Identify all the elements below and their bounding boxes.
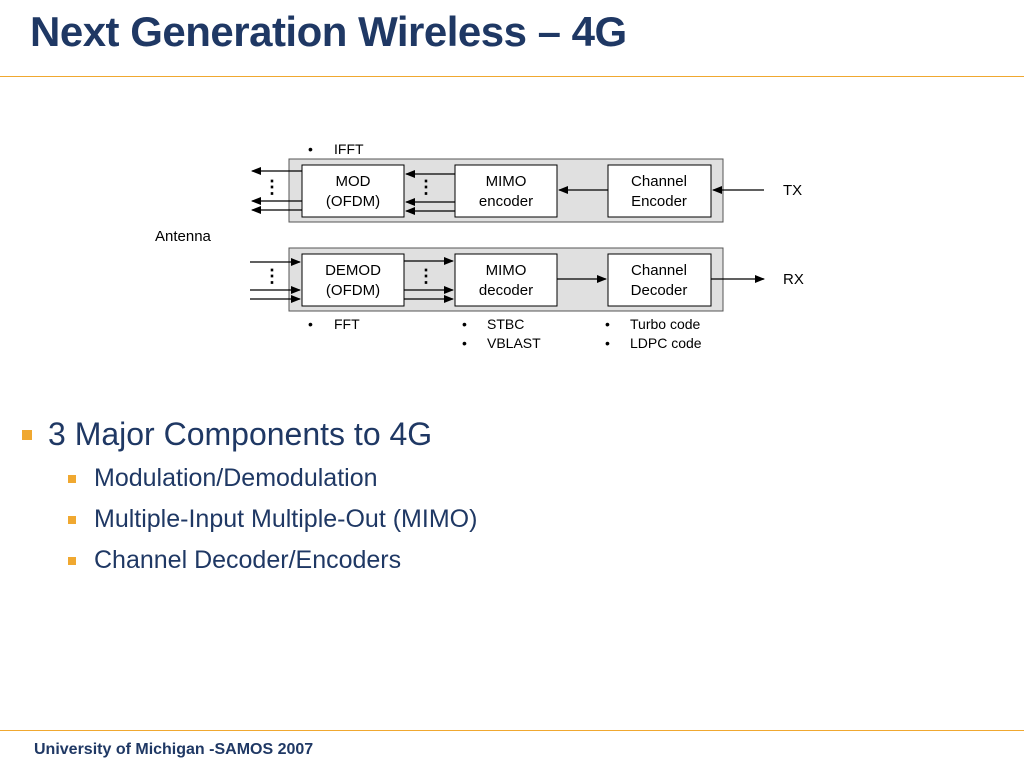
note-bullet: • <box>308 141 313 157</box>
square-bullet-icon <box>68 516 76 524</box>
tx-mimo-line1: MIMO <box>486 173 527 190</box>
note-ldpc-code: LDPC code <box>630 335 702 351</box>
note-turbo-code: Turbo code <box>630 316 701 332</box>
transceiver-block-diagram: MOD (OFDM) MIMO encoder Channel Encoder … <box>155 141 804 351</box>
rx-label: RX <box>783 271 804 288</box>
tx-antenna-ellipsis: ⋮ <box>263 177 281 197</box>
rx-channel-block: Channel Decoder <box>607 253 712 307</box>
tx-mimo-ellipsis: ⋮ <box>417 177 435 197</box>
tx-mimo-block: MIMO encoder <box>454 164 558 218</box>
note-bullet: • <box>462 335 467 351</box>
tx-label: TX <box>783 182 802 199</box>
note-bullet: • <box>308 316 313 332</box>
note-ifft: IFFT <box>334 141 364 157</box>
rx-mimo-block: MIMO decoder <box>454 253 558 307</box>
note-fft: FFT <box>334 316 360 332</box>
rx-channel-line2: Decoder <box>631 282 688 299</box>
rx-channel-line1: Channel <box>631 262 687 279</box>
rx-mimo-line2: decoder <box>479 282 533 299</box>
tx-mod-line2: (OFDM) <box>326 193 380 210</box>
bullet-sub-text: Channel Decoder/Encoders <box>94 546 402 574</box>
rx-demod-line1: DEMOD <box>325 262 381 279</box>
rx-antenna-ellipsis: ⋮ <box>263 266 281 286</box>
bullet-sub-text: Modulation/Demodulation <box>94 464 378 492</box>
tx-channel-block: Channel Encoder <box>607 164 712 218</box>
bullet-main-text: 3 Major Components to 4G <box>48 416 433 452</box>
square-bullet-icon <box>68 557 76 565</box>
tx-mod-line1: MOD <box>336 173 371 190</box>
tx-channel-line2: Encoder <box>631 193 687 210</box>
bullet-sub-text: Multiple-Input Multiple-Out (MIMO) <box>94 505 478 533</box>
tx-channel-line1: Channel <box>631 173 687 190</box>
bullet-sub-item: Modulation/Demodulation <box>68 464 378 493</box>
tx-mod-block: MOD (OFDM) <box>301 164 405 218</box>
footer-text: University of Michigan -SAMOS 2007 <box>34 741 314 758</box>
square-bullet-icon <box>22 430 32 440</box>
bullet-sub-item: Channel Decoder/Encoders <box>68 546 401 575</box>
bullet-main: 3 Major Components to 4G <box>22 416 432 453</box>
note-bullet: • <box>605 335 610 351</box>
antenna-label: Antenna <box>155 228 212 245</box>
note-bullet: • <box>605 316 610 332</box>
slide-title: Next Generation Wireless – 4G <box>30 8 627 55</box>
title-divider <box>0 76 1024 77</box>
rx-mimo-line1: MIMO <box>486 262 527 279</box>
note-vblast: VBLAST <box>487 335 541 351</box>
rx-demod-block: DEMOD (OFDM) <box>301 253 405 307</box>
note-bullet: • <box>462 316 467 332</box>
square-bullet-icon <box>68 475 76 483</box>
bullet-sub-item: Multiple-Input Multiple-Out (MIMO) <box>68 505 477 534</box>
footer-divider <box>0 730 1024 731</box>
rx-demod-line2: (OFDM) <box>326 282 380 299</box>
rx-mimo-ellipsis: ⋮ <box>417 266 435 286</box>
note-stbc: STBC <box>487 316 524 332</box>
tx-mimo-line2: encoder <box>479 193 533 210</box>
